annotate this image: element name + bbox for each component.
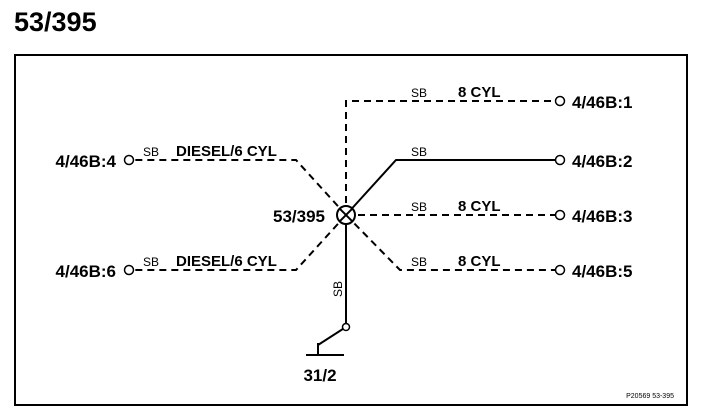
ground-wire [317, 215, 347, 346]
wire-4-color-label: SB [143, 145, 159, 159]
wire-6-color-label: SB [143, 255, 159, 269]
ground-symbol [306, 343, 344, 356]
terminal-4-46b-4-label: 4/46B:4 [56, 152, 117, 171]
wire-3-note-label: 8 CYL [458, 198, 501, 215]
terminal-4-46b-1-pin [554, 95, 566, 107]
wire-6-note-label: DIESEL/6 CYL [176, 253, 277, 270]
ground-connection-dot [341, 322, 351, 332]
splice-label: 53/395 [273, 207, 325, 226]
page-title: 53/395 [14, 7, 97, 37]
diagram-frame [14, 54, 688, 406]
terminal-4-46b-3-pin [554, 209, 566, 221]
wire-to-4-46b-6 [134, 214, 347, 271]
wire-to-4-46b-5 [345, 214, 556, 271]
splice-symbol [336, 205, 356, 225]
terminal-4-46b-6-pin [123, 264, 135, 276]
wire-3-color-label: SB [411, 200, 427, 214]
wire-2-color-label: SB [411, 145, 427, 159]
figure-id: P20569 53-395 [626, 393, 674, 400]
terminal-4-46b-5-pin [554, 264, 566, 276]
terminal-4-46b-6-label: 4/46B:6 [56, 262, 116, 281]
wire-to-4-46b-1 [345, 100, 556, 215]
wire-5-color-label: SB [411, 255, 427, 269]
wire-to-4-46b-4 [134, 159, 347, 216]
wire-1-color-label: SB [411, 86, 427, 100]
ground-wire-color-label: SB [331, 281, 345, 297]
terminal-4-46b-4-pin [123, 154, 135, 166]
wire-4-note-label: DIESEL/6 CYL [176, 143, 277, 160]
terminal-4-46b-2-label: 4/46B:2 [572, 152, 632, 171]
terminal-4-46b-1-label: 4/46B:1 [572, 93, 632, 112]
wire-1-note-label: 8 CYL [458, 84, 501, 101]
terminal-4-46b-2-pin [554, 154, 566, 166]
wire-5-note-label: 8 CYL [458, 253, 501, 270]
terminal-4-46b-3-label: 4/46B:3 [572, 207, 632, 226]
wire-to-4-46b-2 [345, 159, 556, 216]
ground-label: 31/2 [303, 366, 336, 385]
terminal-4-46b-5-label: 4/46B:5 [572, 262, 632, 281]
